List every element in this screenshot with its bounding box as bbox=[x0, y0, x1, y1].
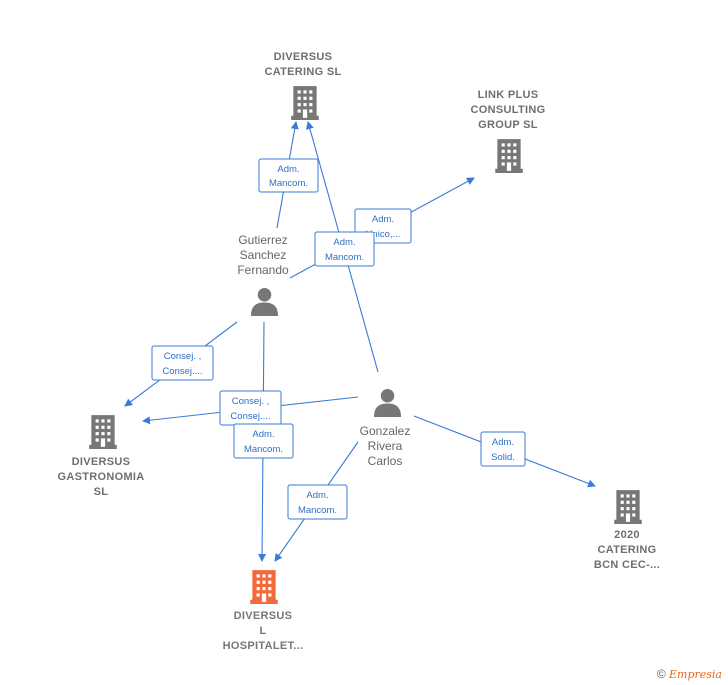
company-node-diversus-gastronomia[interactable]: DIVERSUS GASTRONOMIA SL bbox=[57, 415, 144, 498]
person-name-line: Rivera bbox=[368, 439, 403, 453]
company-name-line: GROUP SL bbox=[478, 119, 538, 131]
footer-credit: © Empresia bbox=[657, 667, 722, 681]
person-name-line: Gutierrez bbox=[238, 233, 287, 247]
role-line: Mancom. bbox=[298, 505, 337, 516]
company-name-line: LINK PLUS bbox=[478, 89, 539, 101]
company-name-line: CONSULTING bbox=[471, 104, 546, 116]
role-label[interactable]: Adm. Mancom. bbox=[233, 423, 294, 459]
person-name-line: Gonzalez bbox=[360, 424, 411, 438]
company-node-diversus-hospitalet[interactable]: DIVERSUS L HOSPITALET... bbox=[223, 570, 304, 652]
person-node-gutierrez[interactable]: Gutierrez Sanchez Fernando bbox=[237, 233, 289, 316]
company-name-line: 2020 bbox=[614, 529, 640, 541]
role-line: Consej.... bbox=[162, 366, 202, 377]
company-name-line: CATERING bbox=[597, 544, 656, 556]
role-label[interactable]: Adm. Mancom. bbox=[314, 231, 375, 267]
company-node-link-plus[interactable]: LINK PLUS CONSULTING GROUP SL bbox=[471, 89, 546, 173]
company-node-diversus-catering[interactable]: DIVERSUS CATERING SL bbox=[264, 51, 341, 120]
role-label[interactable]: Consej. , Consej.... bbox=[151, 345, 214, 381]
company-name-line: SL bbox=[94, 486, 109, 498]
role-label[interactable]: Consej. , Consej.... bbox=[219, 390, 282, 426]
role-label[interactable]: Adm. Solid. bbox=[480, 431, 526, 467]
company-name-line: BCN CEC-... bbox=[594, 559, 660, 571]
building-icon bbox=[291, 86, 319, 120]
person-name-line: Fernando bbox=[237, 263, 289, 277]
role-labels: Adm. Mancom. Adm. Unico,... Adm. Mancom.… bbox=[151, 158, 526, 520]
brand-logo[interactable]: Empresia bbox=[669, 668, 722, 681]
person-icon bbox=[373, 388, 402, 417]
company-name-line: GASTRONOMIA bbox=[57, 471, 144, 483]
company-name-line: DIVERSUS bbox=[234, 610, 293, 622]
person-name-line: Carlos bbox=[368, 454, 403, 468]
company-name-line: DIVERSUS bbox=[274, 51, 333, 63]
role-label[interactable]: Adm. Mancom. bbox=[287, 484, 348, 520]
role-line: Unico,... bbox=[366, 229, 401, 240]
role-line: Consej.... bbox=[230, 411, 270, 422]
company-name-line: HOSPITALET... bbox=[223, 640, 304, 652]
role-line: Adm. bbox=[492, 437, 514, 448]
role-line: Adm. bbox=[277, 164, 299, 175]
role-line: Adm. bbox=[333, 237, 355, 248]
building-icon bbox=[89, 415, 117, 449]
role-line: Consej. , bbox=[232, 396, 270, 407]
role-line: Consej. , bbox=[164, 351, 202, 362]
building-icon bbox=[495, 139, 523, 173]
building-icon bbox=[614, 490, 642, 524]
person-name-line: Sanchez bbox=[240, 248, 287, 262]
company-node-catering-2020[interactable]: 2020 CATERING BCN CEC-... bbox=[594, 490, 660, 571]
person-icon bbox=[250, 287, 279, 316]
edges bbox=[124, 121, 596, 562]
role-line: Adm. bbox=[306, 490, 328, 501]
company-name-line: DIVERSUS bbox=[72, 456, 131, 468]
building-icon bbox=[250, 570, 278, 604]
role-line: Adm. bbox=[372, 214, 394, 225]
role-line: Mancom. bbox=[269, 178, 308, 189]
role-line: Mancom. bbox=[244, 444, 283, 455]
role-label[interactable]: Adm. Mancom. bbox=[258, 158, 319, 193]
copyright-icon: © bbox=[656, 667, 666, 681]
role-line: Solid. bbox=[491, 452, 515, 463]
role-line: Mancom. bbox=[325, 252, 364, 263]
company-name-line: CATERING SL bbox=[264, 66, 341, 78]
person-node-gonzalez[interactable]: Gonzalez Rivera Carlos bbox=[360, 388, 411, 468]
role-line: Adm. bbox=[252, 429, 274, 440]
company-name-line: L bbox=[259, 625, 266, 637]
